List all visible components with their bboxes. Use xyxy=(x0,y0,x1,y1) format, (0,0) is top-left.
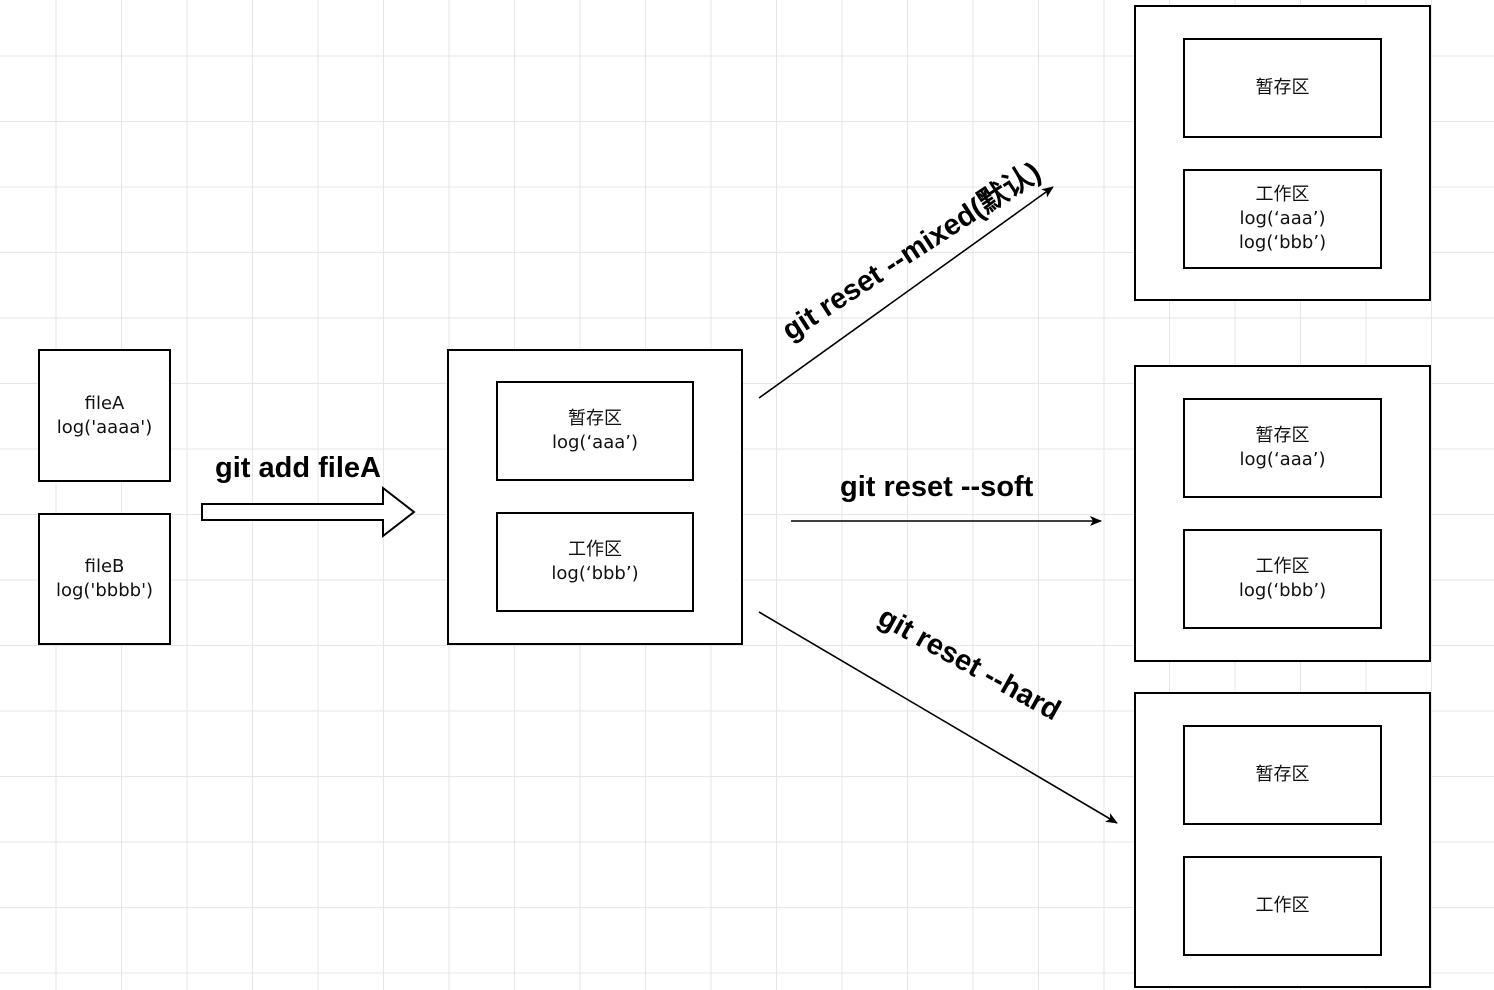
file-a-name: fileA xyxy=(84,392,125,414)
git-reset-soft-label: git reset --soft xyxy=(840,471,1034,503)
soft-staging-title: 暂存区 xyxy=(1255,425,1310,446)
soft-working-content: log(‘bbb’) xyxy=(1238,580,1327,601)
soft-working-title: 工作区 xyxy=(1255,556,1310,577)
add-arrow xyxy=(201,485,416,539)
center-working-area: 工作区 log(‘bbb’) xyxy=(496,512,694,612)
center-working-title: 工作区 xyxy=(568,539,622,560)
center-working-content: log(‘bbb’) xyxy=(551,563,639,584)
mixed-staging-area: 暂存区 xyxy=(1183,38,1382,138)
mixed-arrow xyxy=(758,186,1054,399)
file-b-box: fileB log('bbbb') xyxy=(38,513,171,645)
file-a-content: log('aaaa') xyxy=(56,416,153,438)
center-staging-content: log(‘aaa’) xyxy=(551,432,639,453)
mixed-working-area: 工作区 log(‘aaa’) log(‘bbb’) xyxy=(1183,169,1382,269)
file-b-content: log('bbbb') xyxy=(55,580,154,601)
mixed-working-content-1: log(‘aaa’) xyxy=(1239,208,1326,229)
mixed-staging-title: 暂存区 xyxy=(1255,77,1310,98)
soft-staging-area: 暂存区 log(‘aaa’) xyxy=(1183,398,1382,498)
git-add-label: git add fileA xyxy=(215,452,381,484)
hard-working-area: 工作区 xyxy=(1183,856,1382,956)
center-staging-title: 暂存区 xyxy=(568,408,622,429)
center-staging-area: 暂存区 log(‘aaa’) xyxy=(496,381,694,481)
hard-staging-area: 暂存区 xyxy=(1183,725,1382,825)
mixed-working-title: 工作区 xyxy=(1255,184,1310,205)
file-a-box: fileA log('aaaa') xyxy=(38,349,171,482)
hard-arrow xyxy=(758,611,1118,824)
hard-working-title: 工作区 xyxy=(1255,895,1310,916)
soft-working-area: 工作区 log(‘bbb’) xyxy=(1183,529,1382,629)
hard-staging-title: 暂存区 xyxy=(1255,764,1310,785)
mixed-working-content-2: log(‘bbb’) xyxy=(1238,232,1327,253)
soft-staging-content: log(‘aaa’) xyxy=(1239,449,1326,470)
file-b-name: fileB xyxy=(84,556,125,577)
